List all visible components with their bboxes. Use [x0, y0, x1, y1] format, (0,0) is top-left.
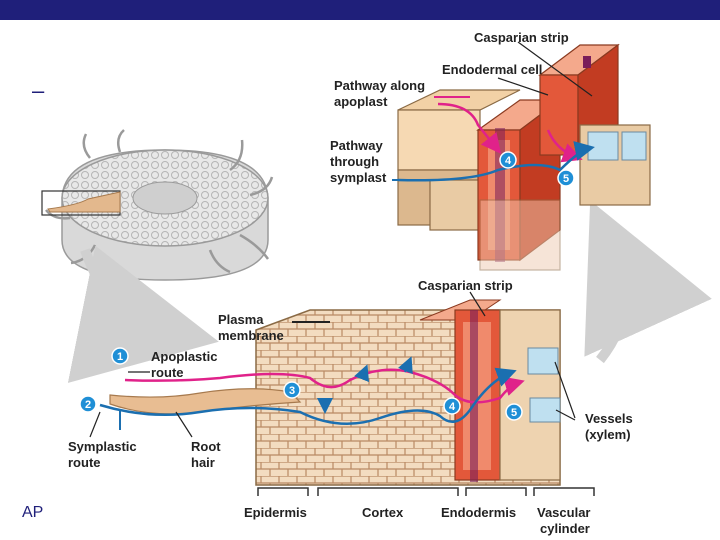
label-epidermis: Epidermis — [244, 505, 307, 520]
title-bar — [0, 0, 720, 20]
root-tissue-slab — [89, 291, 595, 496]
label-apoplastic-route-line2: route — [151, 365, 184, 380]
root-cross-section — [41, 129, 274, 281]
step-4-marker: 4 — [443, 397, 461, 415]
label-vessels-line1: Vessels — [585, 411, 633, 426]
step-5-marker: 5 — [505, 403, 523, 421]
label-symplastic-route-line2: route — [68, 455, 101, 470]
step-1-marker: 1 — [111, 347, 129, 365]
label-plasma-membrane-line2: membrane — [218, 328, 284, 343]
label-root-hair-line1: Root — [191, 439, 221, 454]
svg-text:2: 2 — [85, 399, 91, 411]
label-pathway-symplast-line1: Pathway — [330, 138, 384, 153]
label-symplastic-route-line1: Symplastic — [68, 439, 137, 454]
label-vascular-cylinder-line1: Vascular — [537, 505, 591, 520]
bullet-dash: – — [32, 78, 45, 103]
label-pathway-symplast-line2: through — [330, 154, 379, 169]
zoom-arrow-left — [67, 245, 219, 383]
svg-text:1: 1 — [117, 351, 123, 363]
label-vessels-line2: (xylem) — [585, 427, 631, 442]
label-root-hair-line2: hair — [191, 455, 215, 470]
svg-text:4: 4 — [449, 401, 456, 413]
svg-text:3: 3 — [289, 385, 295, 397]
label-vascular-cylinder-line2: cylinder — [540, 521, 590, 536]
step-2-marker: 2 — [79, 395, 97, 413]
footer-text: AP — [22, 504, 44, 521]
step-5-marker-top: 5 — [557, 169, 575, 187]
label-casparian-strip-mid: Casparian strip — [418, 278, 513, 293]
label-apoplastic-route-line1: Apoplastic — [151, 349, 217, 364]
label-pathway-apoplast-line2: apoplast — [334, 94, 388, 109]
label-casparian-strip-top: Casparian strip — [474, 30, 569, 45]
label-pathway-symplast-line3: symplast — [330, 170, 387, 185]
endodermis-3d-block — [392, 41, 651, 271]
svg-text:4: 4 — [505, 155, 512, 167]
label-pathway-apoplast-line1: Pathway along — [334, 78, 425, 93]
label-cortex: Cortex — [362, 505, 404, 520]
label-endodermis: Endodermis — [441, 505, 516, 520]
step-4-marker-top: 4 — [499, 151, 517, 169]
svg-text:5: 5 — [563, 173, 569, 185]
zoom-arrow-right — [584, 200, 712, 364]
svg-text:5: 5 — [511, 407, 517, 419]
title-bar-divider — [0, 20, 720, 22]
step-3-marker: 3 — [283, 381, 301, 399]
label-plasma-membrane-line1: Plasma — [218, 312, 264, 327]
label-endodermal-cell: Endodermal cell — [442, 62, 542, 77]
